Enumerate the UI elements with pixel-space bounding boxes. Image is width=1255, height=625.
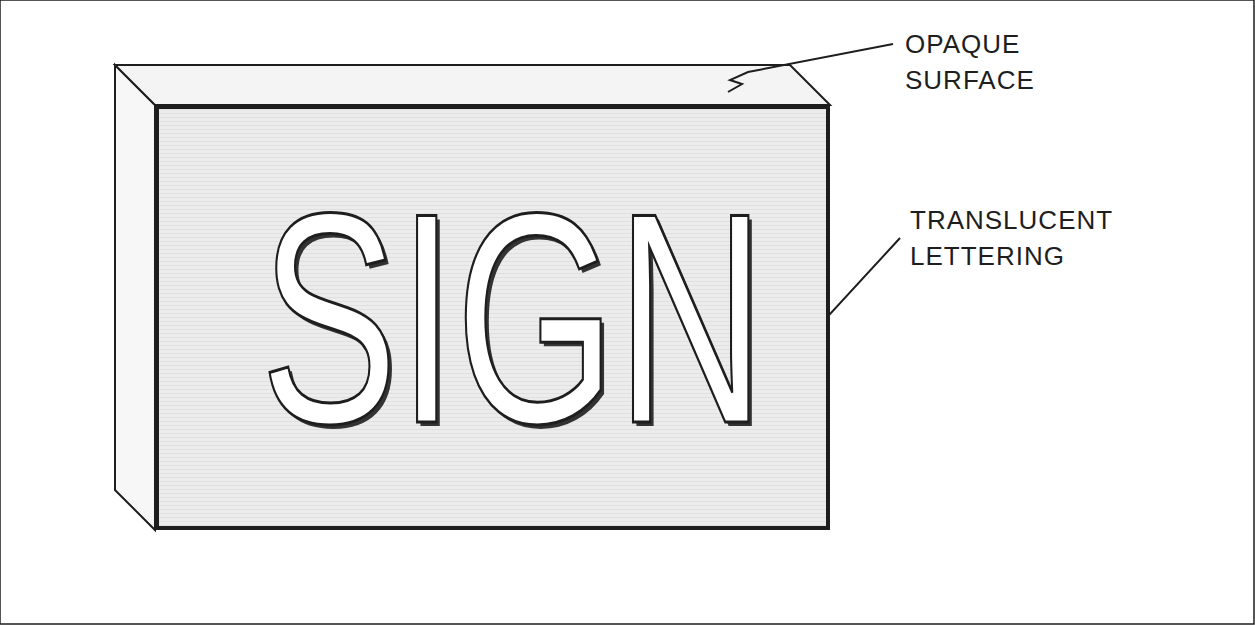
sign-face: SIGN [155,105,830,530]
leader-line [728,44,893,92]
callout-label: OPAQUE SURFACE [905,26,1080,98]
side-face [115,65,155,530]
translucent-lettering: SIGN [260,168,765,468]
callout-label: TRANSLUCENT LETTERING [910,202,1145,274]
top-face [115,65,830,105]
